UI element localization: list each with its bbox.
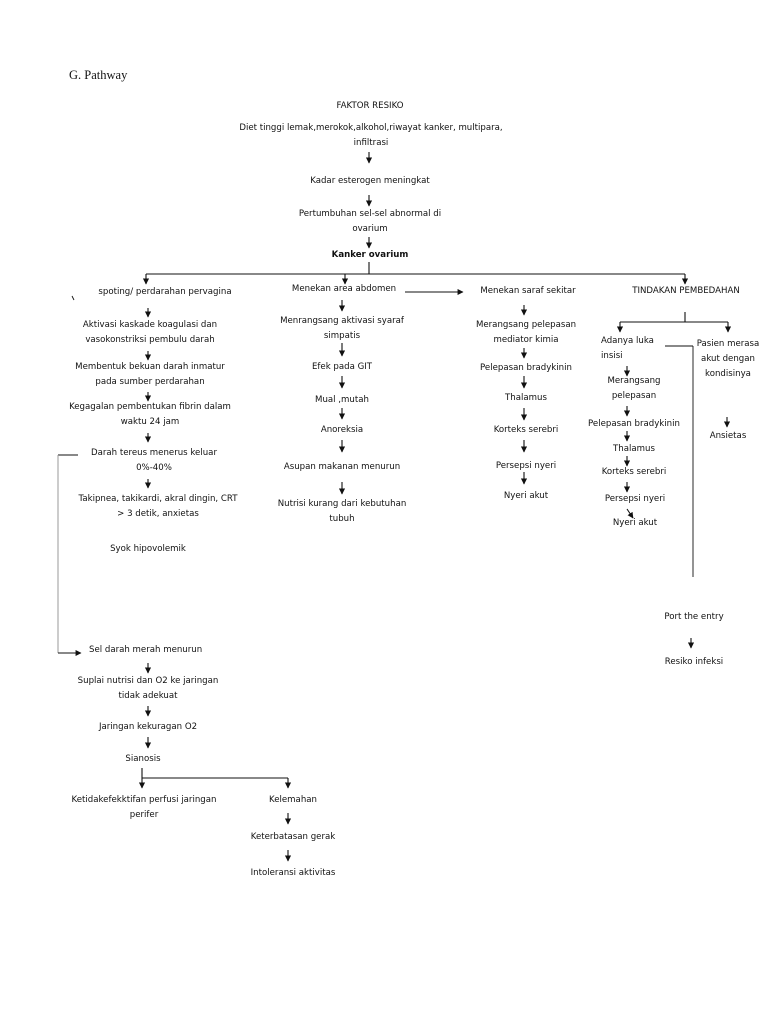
node-korteks-1: Korteks serebri bbox=[493, 425, 559, 435]
node-menrangsang-syaraf: Menrangsang aktivasi syaraf simpatis bbox=[280, 316, 404, 341]
lower-chain-arrows bbox=[138, 663, 292, 862]
node-aktivasi-kaskade: Aktivasi kaskade koagulasi dan vasokonst… bbox=[82, 320, 218, 345]
section-title: G. Pathway bbox=[69, 68, 128, 82]
node-ansietas: Ansietas bbox=[709, 431, 747, 441]
node-spoting: spoting/ perdarahan pervagina bbox=[98, 287, 232, 297]
node-bradykinin-1: Pelepasan bradykinin bbox=[480, 363, 572, 373]
node-pasien-akut: Pasien merasa akut dengan kondisinya bbox=[696, 339, 760, 379]
node-persepsi-1: Persepsi nyeri bbox=[495, 461, 557, 471]
node-persepsi-2: Persepsi nyeri bbox=[604, 494, 666, 504]
node-nyeri-2: Nyeri akut bbox=[612, 518, 658, 528]
node-thalamus-2: Thalamus bbox=[613, 444, 655, 454]
node-bradykinin-2: Pelepasan bradykinin bbox=[588, 419, 680, 429]
node-faktor-resiko: FAKTOR RESIKO bbox=[336, 101, 404, 111]
node-asupan: Asupan makanan menurun bbox=[283, 462, 401, 472]
node-takipnea: Takipnea, takikardi, akral dingin, CRT >… bbox=[78, 494, 238, 519]
node-jaringan-o2: Jaringan kekuragan O2 bbox=[98, 722, 198, 732]
node-kanker-ovarium: Kanker ovarium bbox=[331, 250, 409, 260]
node-kelemahan: Kelemahan bbox=[269, 795, 317, 805]
node-perfusi: Ketidakefekktifan perfusi jaringan perif… bbox=[71, 795, 217, 820]
column1-arrows bbox=[71, 295, 152, 489]
node-mual: Mual ,mutah bbox=[315, 395, 369, 405]
node-membentuk-bekuan: Membentuk bekuan darah inmatur pada sumb… bbox=[75, 362, 225, 387]
node-kegagalan-fibrin: Kegagalan pembentukan fibrin dalam waktu… bbox=[69, 402, 231, 427]
node-korteks-2: Korteks serebri bbox=[601, 467, 667, 477]
node-menekan-saraf: Menekan saraf sekitar bbox=[480, 286, 576, 296]
node-sel-darah: Sel darah merah menurun bbox=[89, 645, 203, 655]
column4-arrows bbox=[616, 312, 732, 649]
node-intoleransi: Intoleransi aktivitas bbox=[250, 868, 336, 878]
node-resiko-infeksi: Resiko infeksi bbox=[664, 657, 724, 667]
node-suplai-nutrisi: Suplai nutrisi dan O2 ke jaringan tidak … bbox=[77, 676, 219, 701]
node-nyeri-1: Nyeri akut bbox=[503, 491, 549, 501]
node-merangsang-mediator: Merangsang pelepasan mediator kimia bbox=[475, 320, 577, 345]
node-luka-insisi: Adanya luka insisi bbox=[601, 336, 654, 361]
node-port-entry: Port the entry bbox=[664, 612, 724, 622]
node-tindakan: TINDAKAN PEMBEDAHAN bbox=[632, 286, 740, 296]
branch-bar bbox=[142, 262, 689, 296]
node-keterbatasan: Keterbatasan gerak bbox=[250, 832, 336, 842]
left-loop bbox=[57, 454, 82, 657]
node-anoreksia: Anoreksia bbox=[320, 425, 364, 435]
node-kadar-esterogen: Kadar esterogen meningkat bbox=[310, 176, 430, 186]
node-menekan-abdomen: Menekan area abdomen bbox=[291, 284, 397, 294]
node-thalamus-1: Thalamus bbox=[505, 393, 547, 403]
node-diet: Diet tinggi lemak,merokok,alkohol,riwaya… bbox=[239, 123, 503, 148]
node-darah-keluar: Darah tereus menerus keluar 0%-40% bbox=[91, 448, 217, 473]
node-efek-git: Efek pada GIT bbox=[311, 362, 373, 372]
node-sianosis: Sianosis bbox=[125, 754, 161, 764]
node-merangsang-pelepasan: Merangsang pelepasan bbox=[607, 376, 661, 401]
node-nutrisi: Nutrisi kurang dari kebutuhan tubuh bbox=[277, 499, 407, 524]
node-syok: Syok hipovolemik bbox=[110, 544, 186, 554]
node-pertumbuhan: Pertumbuhan sel-sel abnormal di ovarium bbox=[298, 209, 442, 234]
